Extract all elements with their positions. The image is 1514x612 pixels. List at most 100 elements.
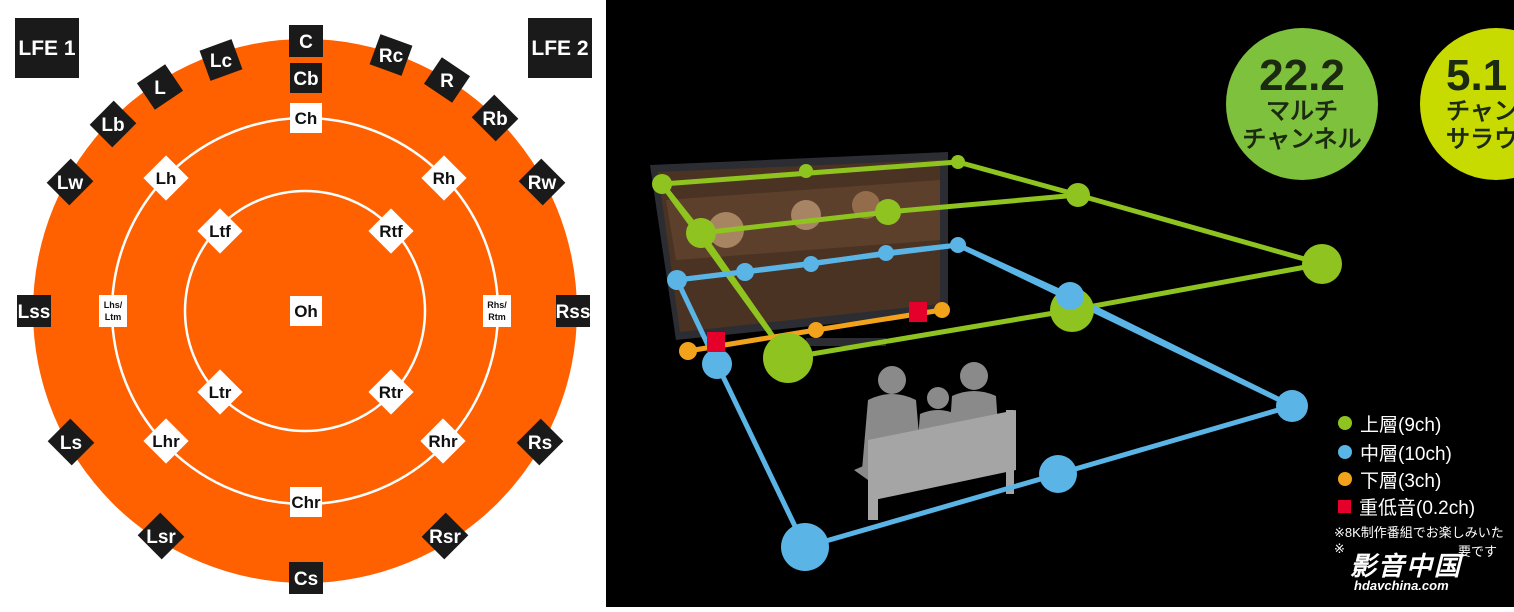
middle-speaker-dot [1039, 455, 1077, 493]
legend-sub: 重低音(0.2ch) [1338, 494, 1475, 519]
room-layout-panel: 22.2 マルチ チャンネル 5.1 チャン サラウ 上層(9ch) 中層(10… [606, 0, 1514, 607]
speaker-tag-lsr: Lsr [137, 512, 185, 560]
badge-22-2-number: 22.2 [1259, 51, 1345, 100]
lower-speaker-dot [679, 342, 697, 360]
upper-speaker-dot [951, 155, 965, 169]
badge-22-2-line2: マルチ [1266, 98, 1338, 125]
lower-speaker-dot [808, 322, 824, 338]
speaker-tag-rss: Rss [556, 295, 591, 327]
middle-speaker-dot [781, 523, 829, 571]
speaker-label-l: L [154, 78, 166, 99]
upper-speaker-dot [686, 218, 716, 248]
upper-speaker-dot [875, 199, 901, 225]
legend-middle: 中層(10ch) [1338, 440, 1452, 465]
legend-swatch-sub [1338, 499, 1351, 513]
speaker-tag-ltf: Ltf [197, 208, 243, 254]
speaker-label-lsr: Lsr [146, 527, 176, 548]
orchestra-figure [791, 200, 821, 230]
speaker-tag-ch: Ch [290, 103, 322, 133]
speaker-tag-lh: Lh [143, 155, 189, 201]
speaker-label-rhr: Rhr [428, 432, 458, 451]
room-layout-svg [650, 152, 1342, 571]
speaker-tag-c: C [289, 25, 323, 57]
tv-stand [806, 338, 886, 346]
speaker-label-lss: Lss [18, 302, 51, 323]
speaker-tag-lb: Lb [89, 100, 137, 148]
upper-speaker-dot [763, 333, 813, 383]
speaker-tag-ls: Ls [47, 418, 95, 466]
speaker-label-rb: Rb [482, 109, 507, 130]
speaker-tag-lc: Lc [199, 39, 243, 81]
speaker-label-lh: Lh [156, 169, 177, 188]
speaker-tag-rb: Rb [471, 94, 519, 142]
family-silhouette [854, 362, 1016, 520]
speaker-label-rhs-rtm-1: Rtm [488, 312, 506, 322]
speaker-label-cb: Cb [293, 69, 318, 90]
speaker-label-r: R [440, 71, 454, 92]
speaker-label-rs: Rs [528, 433, 552, 454]
speaker-tag-lfe-right: LFE 2 [528, 18, 592, 78]
speaker-label-lhs-ltm-0: Lhs/ [104, 300, 123, 310]
speaker-label-c: C [299, 32, 313, 53]
upper-speaker-dot [1066, 183, 1090, 207]
middle-speaker-dot [878, 245, 894, 261]
badge-22-2: 22.2 マルチ チャンネル [1226, 28, 1378, 180]
inner-ring [183, 189, 427, 433]
upper-speaker-dot [799, 164, 813, 178]
middle-speaker-dot [803, 256, 819, 272]
speaker-label-lfe-right: LFE 2 [531, 37, 588, 60]
subwoofer-marker [707, 332, 725, 352]
watermark-url: hdavchina.com [1354, 578, 1449, 593]
speaker-tag-rhs-rtm: Rhs/Rtm [483, 295, 511, 327]
badge-5-1-line3: サラウ [1446, 126, 1514, 153]
speaker-label-lhs-ltm-1: Ltm [105, 312, 122, 322]
speaker-label-rss: Rss [556, 302, 591, 323]
middle-speaker-dot [702, 349, 732, 379]
speaker-tag-chr: Chr [290, 487, 322, 517]
speaker-label-lb: Lb [101, 115, 124, 136]
speaker-tag-l: L [136, 64, 184, 110]
speaker-label-rtr: Rtr [379, 383, 404, 402]
legend-swatch-upper [1338, 416, 1352, 430]
speaker-tag-rc: Rc [369, 34, 413, 76]
speaker-label-lw: Lw [57, 173, 84, 194]
badge-5-1-line2: チャン [1446, 98, 1514, 125]
badge-5-1-number: 5.1 [1446, 51, 1508, 100]
legend-lower: 下層(3ch) [1338, 467, 1442, 492]
speaker-tag-cs: Cs [289, 562, 323, 594]
speaker-tag-rs: Rs [516, 418, 564, 466]
middle-layer-line [956, 242, 1294, 409]
legend-swatch-lower [1338, 472, 1352, 486]
speaker-label-ltr: Ltr [209, 383, 232, 402]
subwoofer-marker [909, 302, 927, 322]
legend-label-middle: 中層(10ch) [1360, 443, 1452, 465]
middle-speaker-dot [1276, 390, 1308, 422]
legend-label-lower: 下層(3ch) [1360, 470, 1442, 492]
speaker-label-ls: Ls [60, 433, 82, 454]
middle-speaker-dot [1056, 282, 1084, 310]
speaker-label-rw: Rw [528, 173, 557, 194]
speaker-label-ltf: Ltf [209, 222, 231, 241]
speaker-tag-lhs-ltm: Lhs/Ltm [99, 295, 127, 327]
lower-speaker-dot [934, 302, 950, 318]
speaker-label-rc: Rc [379, 46, 404, 67]
speaker-tag-rw: Rw [518, 158, 566, 206]
speaker-tag-cb: Cb [290, 63, 322, 93]
speaker-label-chr: Chr [291, 493, 321, 512]
speaker-label-lhr: Lhr [152, 432, 180, 451]
watermark-logo: 影音中国 [1350, 551, 1463, 581]
legend-upper: 上層(9ch) [1338, 411, 1441, 436]
speaker-tag-lss: Lss [17, 295, 51, 327]
speaker-label-oh: Oh [294, 302, 318, 321]
speaker-label-rhs-rtm-0: Rhs/ [487, 300, 507, 310]
footnote-2-tail: 要です [1458, 544, 1498, 559]
footnote-1: ※8K制作番組でお楽しみいた [1334, 525, 1504, 540]
legend-swatch-middle [1338, 445, 1352, 459]
speaker-tag-oh: Oh [290, 296, 322, 326]
speaker-tag-lw: Lw [46, 158, 94, 206]
speaker-label-rsr: Rsr [429, 527, 461, 548]
speaker-tag-r: R [423, 57, 471, 103]
speaker-label-cs: Cs [294, 569, 318, 590]
